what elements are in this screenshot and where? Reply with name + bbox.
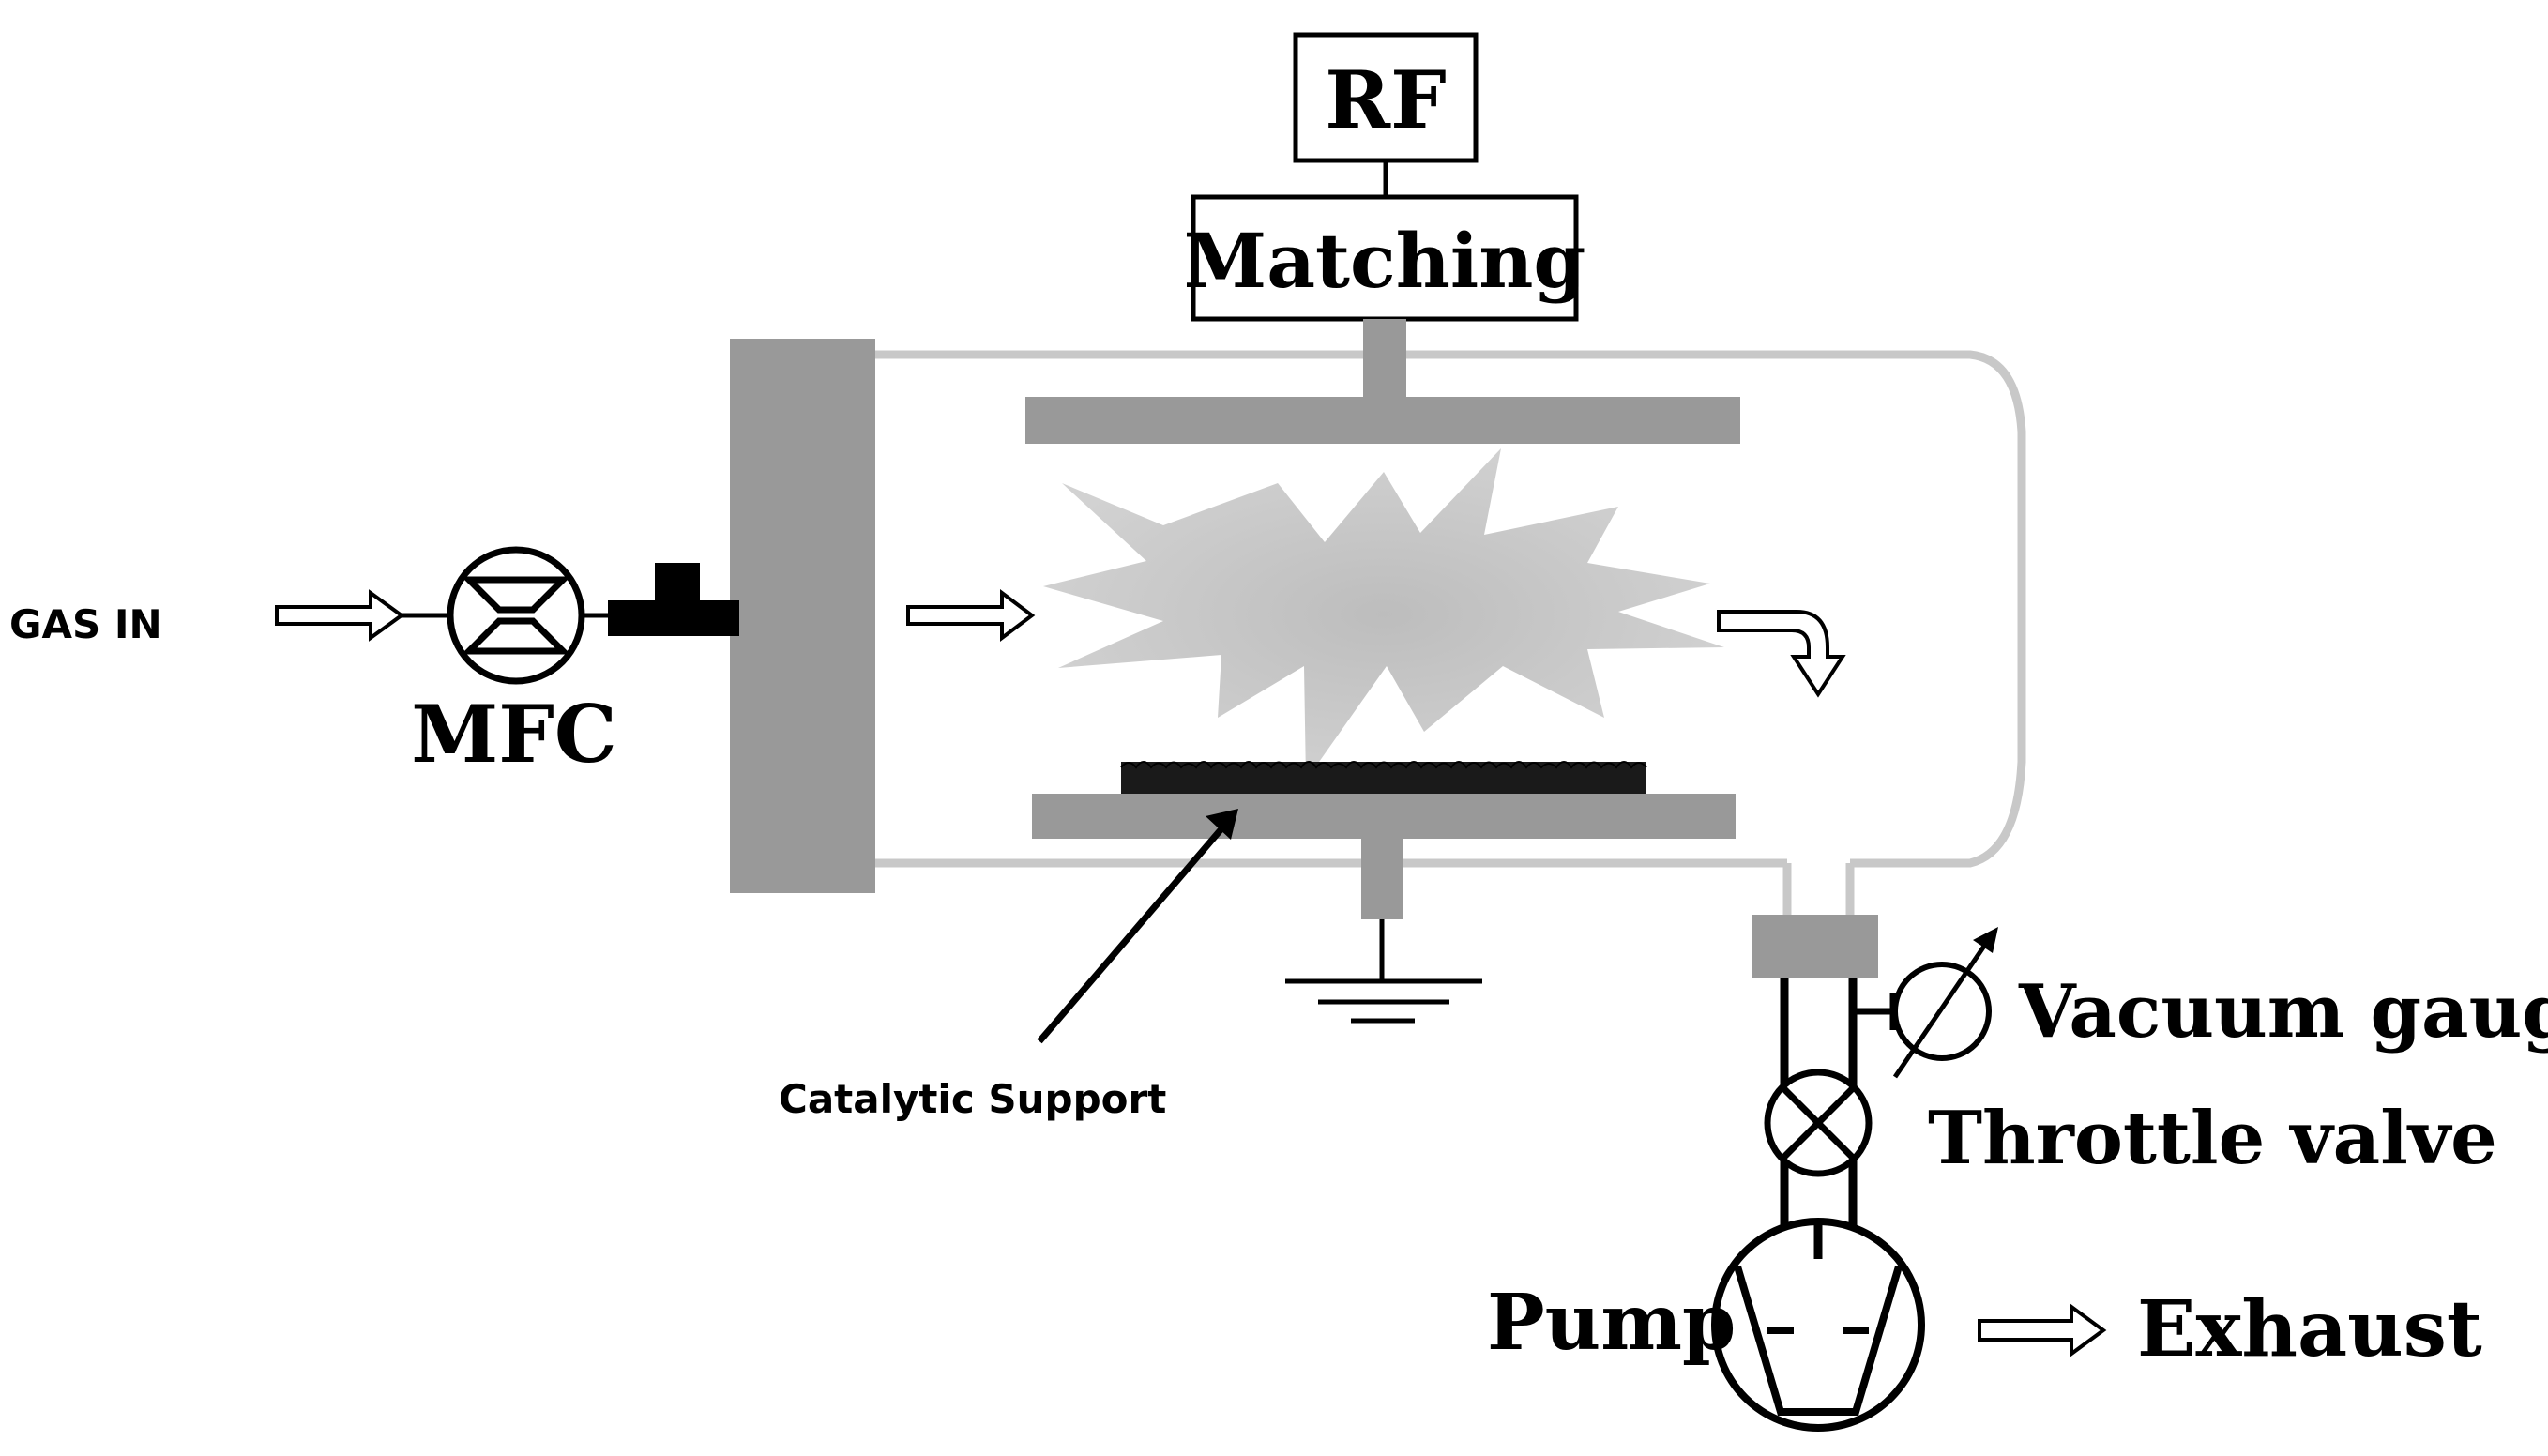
pump-icon <box>1711 1218 1925 1432</box>
rf-source: RF <box>1293 32 1479 163</box>
pump-label: Pump <box>1487 1278 1736 1368</box>
gas-in-arrow <box>275 589 405 642</box>
vacuum-gauge-needle <box>1892 940 1990 1079</box>
pump-line <box>1780 978 1858 1225</box>
mfc-icon <box>447 546 585 685</box>
inlet-valve <box>608 563 739 636</box>
catalytic-support-label: Catalytic Support <box>779 1076 1166 1122</box>
plasma-discharge <box>1043 448 1724 781</box>
throttle-valve-icon <box>1764 1069 1873 1177</box>
exhaust-label: Exhaust <box>2137 1284 2482 1374</box>
outlet-flange <box>1752 915 1878 978</box>
vacuum-gauge-label: Vacuum gauge <box>2018 969 2548 1054</box>
matching-label: Matching <box>1184 217 1586 305</box>
bottom-electrode-stem <box>1361 839 1403 919</box>
catalytic-support-pointer-head <box>1206 809 1238 840</box>
vacuum-gauge-needle-head <box>1973 927 1998 953</box>
exhaust-arrow <box>1978 1303 2107 1357</box>
gas-flow-out-arrow <box>1717 610 1846 698</box>
mfc-label: MFC <box>411 688 616 781</box>
catalytic-support-pointer <box>1037 823 1227 1044</box>
gas-flow-in-arrow <box>906 589 1036 642</box>
matching-network: Matching <box>1184 194 1586 322</box>
catalytic-support-layer <box>1120 761 1647 794</box>
chamber-wall <box>872 350 2026 868</box>
rf-label: RF <box>1325 53 1446 146</box>
bottom-electrode <box>1032 794 1736 839</box>
gas-in-label: GAS IN <box>9 601 162 647</box>
chamber-end-flange <box>730 339 875 893</box>
ground-symbol <box>1285 919 1482 1024</box>
top-electrode <box>1025 397 1740 444</box>
throttle-valve-label: Throttle valve <box>1928 1096 2497 1181</box>
top-electrode-stem <box>1363 319 1406 399</box>
